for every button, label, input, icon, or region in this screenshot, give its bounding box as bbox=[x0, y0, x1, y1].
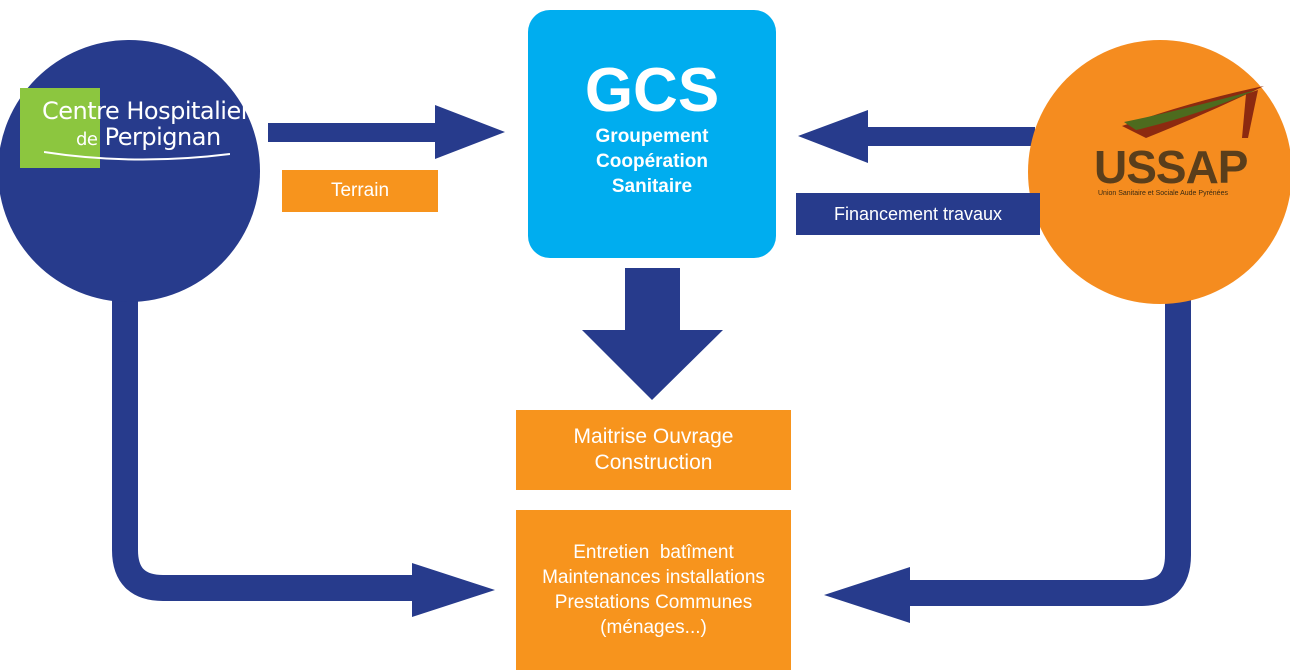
arrow-gcs-down bbox=[582, 268, 723, 400]
entretien-line: Prestations Communes bbox=[554, 592, 753, 613]
maitrise-ouvrage-box: Maitrise Ouvrage Construction bbox=[516, 410, 791, 490]
arrow-ussap-to-gcs bbox=[798, 110, 1035, 163]
arrow-ussap-to-entretien bbox=[902, 276, 1191, 606]
ussap-circle bbox=[1028, 40, 1290, 304]
arrow-chp-to-gcs bbox=[268, 105, 505, 159]
maitrise-line: Maitrise Ouvrage bbox=[573, 425, 734, 448]
entretien-box: Entretien batîment Maintenances installa… bbox=[516, 510, 791, 670]
centre-hospitalier-circle bbox=[0, 40, 260, 302]
gcs-subtitle-line: Coopération bbox=[596, 151, 708, 172]
arrow-chp-to-entretien bbox=[112, 262, 420, 601]
gcs-subtitle-line: Groupement bbox=[595, 126, 709, 147]
terrain-label: Terrain bbox=[282, 170, 438, 212]
centre-hospitalier-de: de bbox=[76, 129, 98, 150]
gcs-subtitle-line: Sanitaire bbox=[611, 176, 693, 197]
financement-label: Financement travaux bbox=[796, 193, 1040, 235]
entretien-line: (ménages...) bbox=[600, 617, 707, 638]
ussap-name: USSAP bbox=[1094, 141, 1248, 193]
gcs-title: GCS bbox=[584, 56, 720, 125]
entretien-line: Entretien batîment bbox=[573, 542, 734, 563]
entretien-line: Maintenances installations bbox=[542, 567, 765, 588]
maitrise-line: Construction bbox=[594, 451, 713, 474]
ussap-swoosh-icon bbox=[1122, 86, 1264, 138]
gcs-box: GCS Groupement Coopération Sanitaire bbox=[528, 10, 776, 258]
centre-hospitalier-city: Perpignan bbox=[104, 123, 222, 151]
centre-hospitalier-logo-text: Centre Hospitalier de Perpignan bbox=[42, 97, 251, 153]
ussap-subtitle: Union Sanitaire et Sociale Aude Pyrénées bbox=[1098, 190, 1228, 197]
centre-hospitalier-swoosh-icon bbox=[44, 151, 230, 161]
centre-hospitalier-line1: Centre Hospitalier bbox=[42, 97, 251, 125]
centre-hospitalier-line2: de Perpignan bbox=[42, 124, 250, 153]
arrow-chp-to-entretien-head bbox=[412, 563, 495, 617]
arrow-ussap-to-entretien-head bbox=[824, 567, 910, 623]
